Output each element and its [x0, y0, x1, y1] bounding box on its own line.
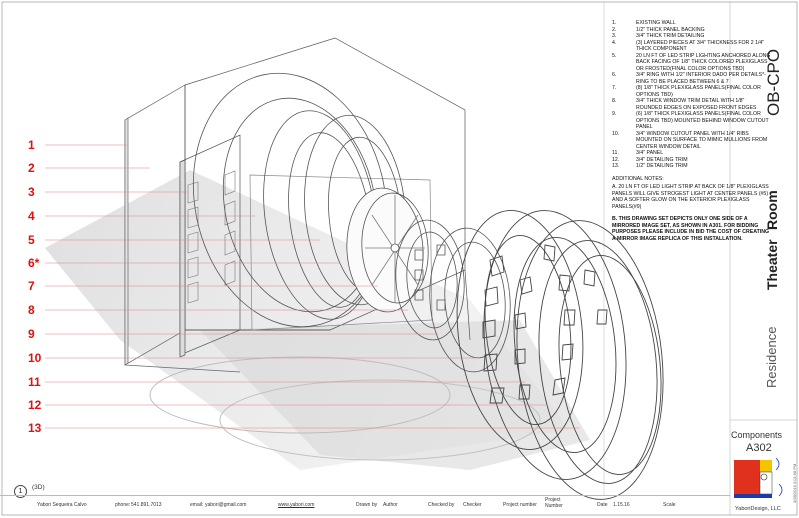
sheet-name: Components: [731, 430, 783, 440]
drawn-by-value: Author: [383, 502, 398, 508]
email-value: yabori@gmail.com: [205, 502, 247, 508]
checked-by-value: Checker: [463, 502, 482, 508]
phone-label: phone:: [115, 502, 131, 508]
project-number-line1: Project: [545, 497, 561, 503]
note-item: 13.1/2" DETAILING TRIM: [612, 163, 688, 169]
callout-4: 4: [28, 209, 35, 223]
note-item: 5.20 LN FT OF LED STRIP LIGHTING ANCHORE…: [612, 52, 771, 72]
detailing-trims: [516, 220, 664, 500]
callout-12: 12: [28, 398, 42, 412]
note-item: 6.3/4" RING WITH 1/2" INTERIOR DADO PER …: [612, 72, 766, 85]
component-notes: 1.EXISTING WALL 2.1/2" THICK PANEL BACKI…: [612, 20, 772, 242]
drawn-by-label: Drawn by: [356, 502, 378, 508]
checked-by-label: Checked by: [428, 502, 455, 508]
front-panel: [483, 210, 627, 480]
project-subtitle: Residence: [764, 326, 779, 388]
callout-2: 2: [28, 161, 35, 175]
callout-1: 1: [28, 138, 35, 152]
callout-13: 13: [28, 421, 42, 435]
callout-3: 3: [28, 185, 35, 199]
sheet-number: A302: [746, 442, 772, 454]
footer-title-bar: Yabori Sequeira Calvo phone: 541.891.701…: [0, 495, 730, 518]
additional-note-b: B. THIS DRAWING SET DEPICTS ONLY ONE SID…: [612, 216, 769, 242]
note-item: 10.3/4" WINDOW CUTOUT PANEL WITH 1/4" RI…: [612, 130, 768, 150]
window-cutout-panel: [456, 210, 584, 450]
project-number-line2: Number: [545, 503, 563, 509]
callout-5: 5: [28, 233, 35, 247]
note-item: 12.3/4" DETAILING TRIM: [612, 156, 688, 163]
note-item: 7.(8) 1/8" THICK PLEXIGLASS PANELS(FINAL…: [612, 85, 761, 98]
callout-11: 11: [28, 375, 41, 389]
callout-6: 6*: [28, 256, 40, 270]
note-item: 9.(6) 1/8" THICK PLEXIGLASS PANELS(FINAL…: [612, 111, 769, 130]
cast-shadow: [45, 170, 590, 470]
email-label: email:: [190, 502, 204, 508]
project-number-label: Project number: [503, 502, 537, 508]
date-label: Date: [597, 502, 608, 508]
callout-leaders: [45, 144, 580, 429]
date-value: 1.15.16: [613, 502, 630, 508]
view-label: (3D): [32, 484, 45, 491]
print-datestamp: 3/28/2016 3:01:58 PM: [792, 463, 797, 503]
plexiglass-disc: [346, 187, 429, 313]
note-item: 3.3/4" THICK TRIM DETAILING: [612, 33, 705, 39]
designer-name: Yabori Sequeira Calvo: [37, 502, 87, 508]
note-item: 4.(3) LAYERED PIECES AT 3/4" THICKNESS F…: [612, 39, 765, 53]
note-item: 1.EXISTING WALL: [612, 20, 676, 26]
callout-10: 10: [28, 351, 42, 365]
vertical-title-block: OB-CPO Theater Room Residence: [762, 30, 796, 460]
callout-8: 8: [28, 303, 35, 317]
note-item: 8.3/4" THICK WINDOW TRIM DETAIL WITH 1/8…: [612, 98, 757, 111]
scale-label: Scale: [663, 502, 676, 508]
note-item: 11.3/4" PANEL: [612, 150, 664, 156]
project-title-room: Room: [764, 190, 780, 230]
view-number-bubble: 1: [14, 485, 27, 498]
additional-note-a: A. 20 LN FT OF LED LIGHT STRIP AT BACK O…: [612, 184, 769, 210]
website-link[interactable]: www.yabori.com: [278, 502, 315, 508]
client-name: OB-CPO: [764, 48, 783, 116]
phone-value: 541.891.7013: [131, 502, 162, 508]
additional-notes-title: ADDITIONAL NOTES:: [612, 175, 664, 182]
window-trim: [395, 219, 465, 341]
firm-name: YaboriDesign, LLC: [735, 506, 781, 512]
project-title-theater: Theater: [764, 239, 780, 290]
callout-7: 7: [28, 279, 35, 293]
callout-9: 9: [28, 327, 35, 341]
note-item: 2.1/2" THICK PANEL BACKING: [612, 26, 705, 33]
firm-logo: [734, 457, 783, 498]
